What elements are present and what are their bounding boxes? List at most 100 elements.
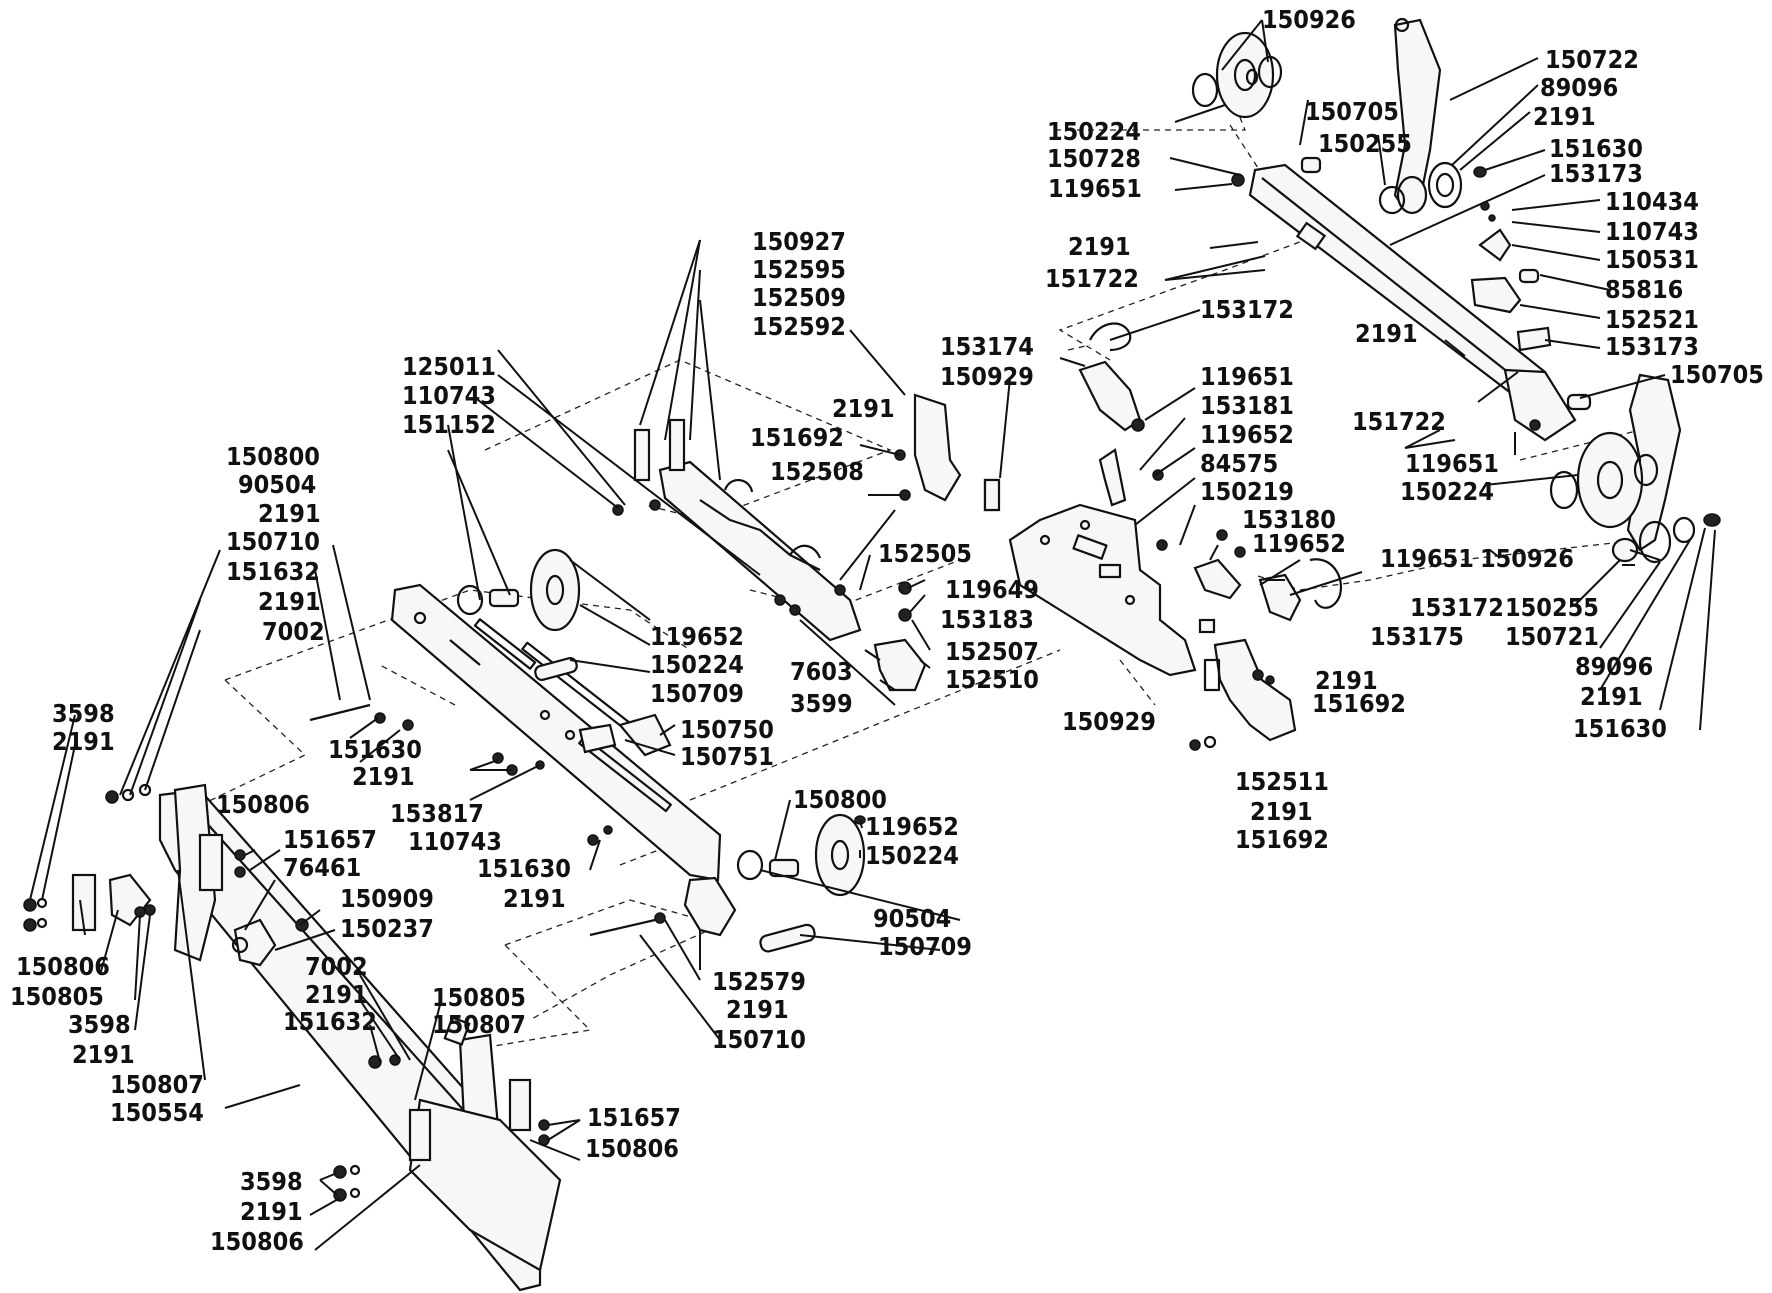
part-label: 151632 xyxy=(226,557,320,586)
part-label: 150224 xyxy=(865,841,959,870)
part-label: 2191 xyxy=(1250,797,1313,826)
left-pulley xyxy=(309,548,581,776)
part-label: 151632 xyxy=(283,1007,377,1036)
part-label: 2191 xyxy=(503,884,566,913)
part-label: 90504 xyxy=(873,904,951,933)
part-label: 110743 xyxy=(408,827,502,856)
part-label: 150554 xyxy=(110,1098,204,1127)
part-number-labels: 150926 150722 89096 150705 150224 150255… xyxy=(10,5,1764,1256)
part-label: 2191 xyxy=(240,1197,303,1226)
part-label: 153181 xyxy=(1200,391,1294,420)
part-label: 150728 xyxy=(1047,144,1141,173)
middle-pin-cluster xyxy=(578,581,927,757)
part-label: 2191 xyxy=(832,394,895,423)
part-label: 151692 xyxy=(750,423,844,452)
part-label: 150927 xyxy=(752,227,846,256)
upper-crossbar xyxy=(1248,163,1577,442)
part-label: 152509 xyxy=(752,283,846,312)
part-label: 7002 xyxy=(305,952,368,981)
part-label: 150705 xyxy=(1305,97,1399,126)
part-label: 153180 xyxy=(1242,505,1336,534)
part-label: 150750 xyxy=(680,715,774,744)
part-label: 150531 xyxy=(1605,245,1699,274)
center-right-plate xyxy=(1008,503,1197,677)
part-label: 76461 xyxy=(283,853,361,882)
part-label: 151722 xyxy=(1352,407,1446,436)
part-label: 150224 xyxy=(1400,477,1494,506)
part-label: 150806 xyxy=(210,1227,304,1256)
part-label: 2191 xyxy=(52,727,115,756)
part-label: 2191 xyxy=(258,499,321,528)
part-label: 153172 xyxy=(1410,593,1504,622)
part-label: 7603 xyxy=(790,657,853,686)
part-label: 2191 xyxy=(1315,666,1378,695)
part-label: 150800 xyxy=(793,785,887,814)
part-label: 7002 xyxy=(262,617,325,646)
part-label: 150806 xyxy=(585,1134,679,1163)
part-label: 151152 xyxy=(402,410,496,439)
part-label: 152579 xyxy=(712,967,806,996)
part-label: 119652 xyxy=(1200,420,1294,449)
part-label: 152510 xyxy=(945,665,1039,694)
part-label: 152592 xyxy=(752,312,846,341)
part-label: 151630 xyxy=(328,735,422,764)
part-label: 150722 xyxy=(1545,45,1639,74)
part-label: 150224 xyxy=(1047,117,1141,146)
part-label: 150807 xyxy=(110,1070,204,1099)
part-label: 119651 xyxy=(1048,174,1142,203)
part-label: 2191 xyxy=(1355,319,1418,348)
top-pulley-assembly xyxy=(1191,31,1322,187)
part-label: 2191 xyxy=(72,1040,135,1069)
part-label: 150929 xyxy=(1062,707,1156,736)
part-label: 3598 xyxy=(240,1167,303,1196)
part-label: 150710 xyxy=(226,527,320,556)
part-label: 2191 xyxy=(1580,682,1643,711)
lower-pulley xyxy=(587,813,866,953)
part-label: 150237 xyxy=(340,914,434,943)
part-label: 153173 xyxy=(1549,159,1643,188)
part-label: 153817 xyxy=(390,799,484,828)
part-label: 3598 xyxy=(68,1010,131,1039)
part-label: 150805 xyxy=(432,983,526,1012)
part-label: 151657 xyxy=(587,1103,681,1132)
part-label: 150219 xyxy=(1200,477,1294,506)
part-label: 150807 xyxy=(432,1010,526,1039)
part-label: 152505 xyxy=(878,539,972,568)
part-label: 150929 xyxy=(940,362,1034,391)
part-label: 151692 xyxy=(1312,689,1406,718)
part-label: 3599 xyxy=(790,689,853,718)
part-label: 151630 xyxy=(1549,134,1643,163)
part-label: 150705 xyxy=(1670,360,1764,389)
part-label: 151692 xyxy=(1235,825,1329,854)
top-lever-arm xyxy=(1378,17,1487,215)
left-hardware xyxy=(23,783,550,1202)
part-label: 150926 xyxy=(1262,5,1356,34)
part-label: 110743 xyxy=(1605,217,1699,246)
part-label: 150255 xyxy=(1318,129,1412,158)
part-label: 84575 xyxy=(1200,449,1278,478)
part-label: 152507 xyxy=(945,637,1039,666)
part-label: 119651 xyxy=(1380,544,1474,573)
part-label: 152511 xyxy=(1235,767,1329,796)
part-label: 152521 xyxy=(1605,305,1699,334)
part-label: 153174 xyxy=(940,332,1034,361)
part-label: 150709 xyxy=(878,932,972,961)
part-label: 150255 xyxy=(1505,593,1599,622)
part-label: 89096 xyxy=(1540,73,1618,102)
part-label: 2191 xyxy=(352,762,415,791)
part-label: 152595 xyxy=(752,255,846,284)
center-linkage-parts xyxy=(983,322,1343,634)
part-label: 2191 xyxy=(305,980,368,1009)
part-label: 2191 xyxy=(258,587,321,616)
part-label: 150926 xyxy=(1480,544,1574,573)
part-label: 150806 xyxy=(216,790,310,819)
part-label: 2191 xyxy=(1533,102,1596,131)
center-small-bracket xyxy=(894,393,1001,512)
part-label: 150709 xyxy=(650,679,744,708)
right-pulley-lever xyxy=(1529,373,1721,564)
part-label: 150751 xyxy=(680,742,774,771)
part-label: 150721 xyxy=(1505,622,1599,651)
part-label: 110743 xyxy=(402,381,496,410)
part-label: 150806 xyxy=(16,952,110,981)
